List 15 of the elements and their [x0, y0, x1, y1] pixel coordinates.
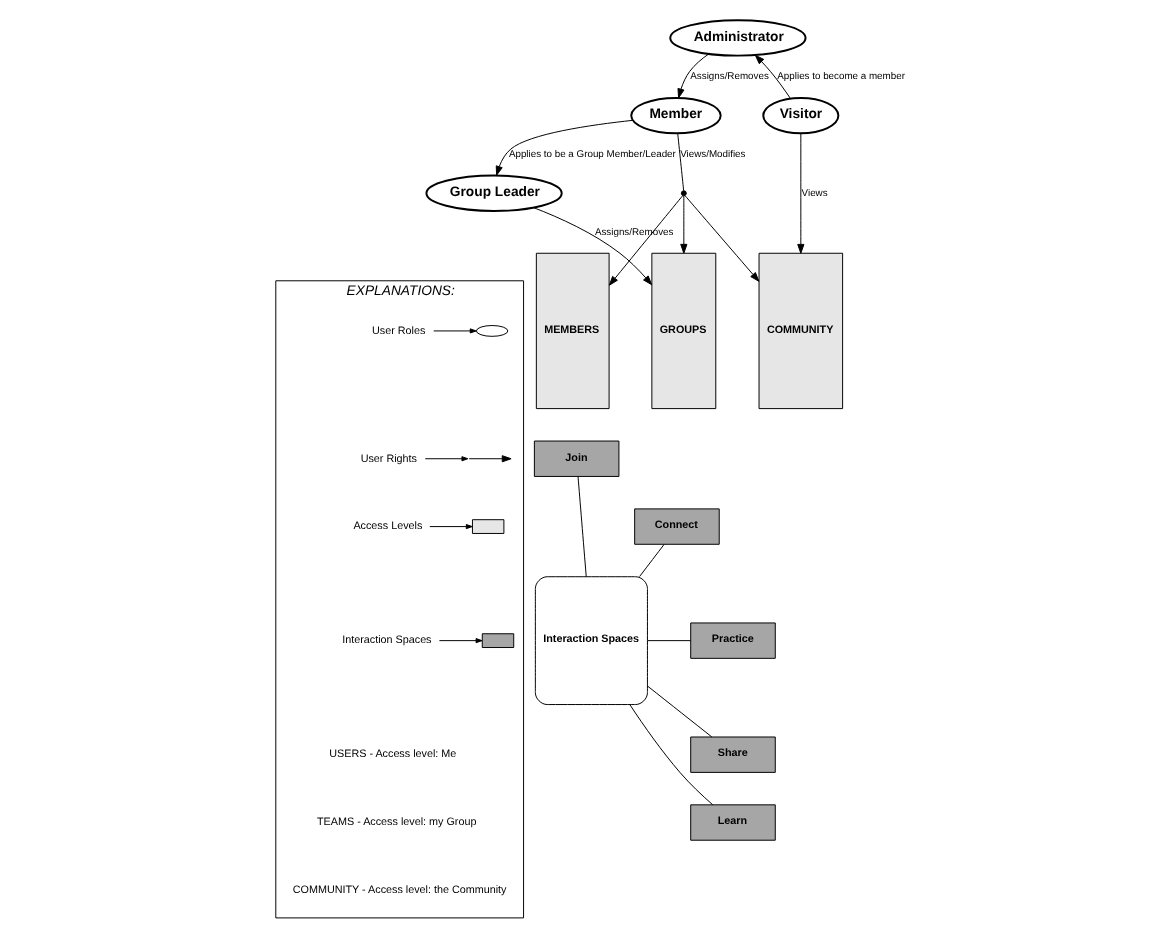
arrow: [680, 195, 688, 254]
arrow: [684, 195, 760, 282]
connector: [629, 704, 714, 806]
arrow: [608, 195, 684, 286]
node-circle: [680, 190, 687, 197]
arrow: [797, 132, 805, 254]
connector: [577, 476, 587, 578]
connector: [639, 544, 665, 578]
connector: [647, 640, 692, 642]
arrow: [533, 207, 653, 286]
arrow: [754, 54, 791, 99]
arrow: [495, 119, 634, 176]
connector: [677, 132, 685, 192]
arrow: [677, 53, 710, 99]
connector: [647, 685, 713, 738]
